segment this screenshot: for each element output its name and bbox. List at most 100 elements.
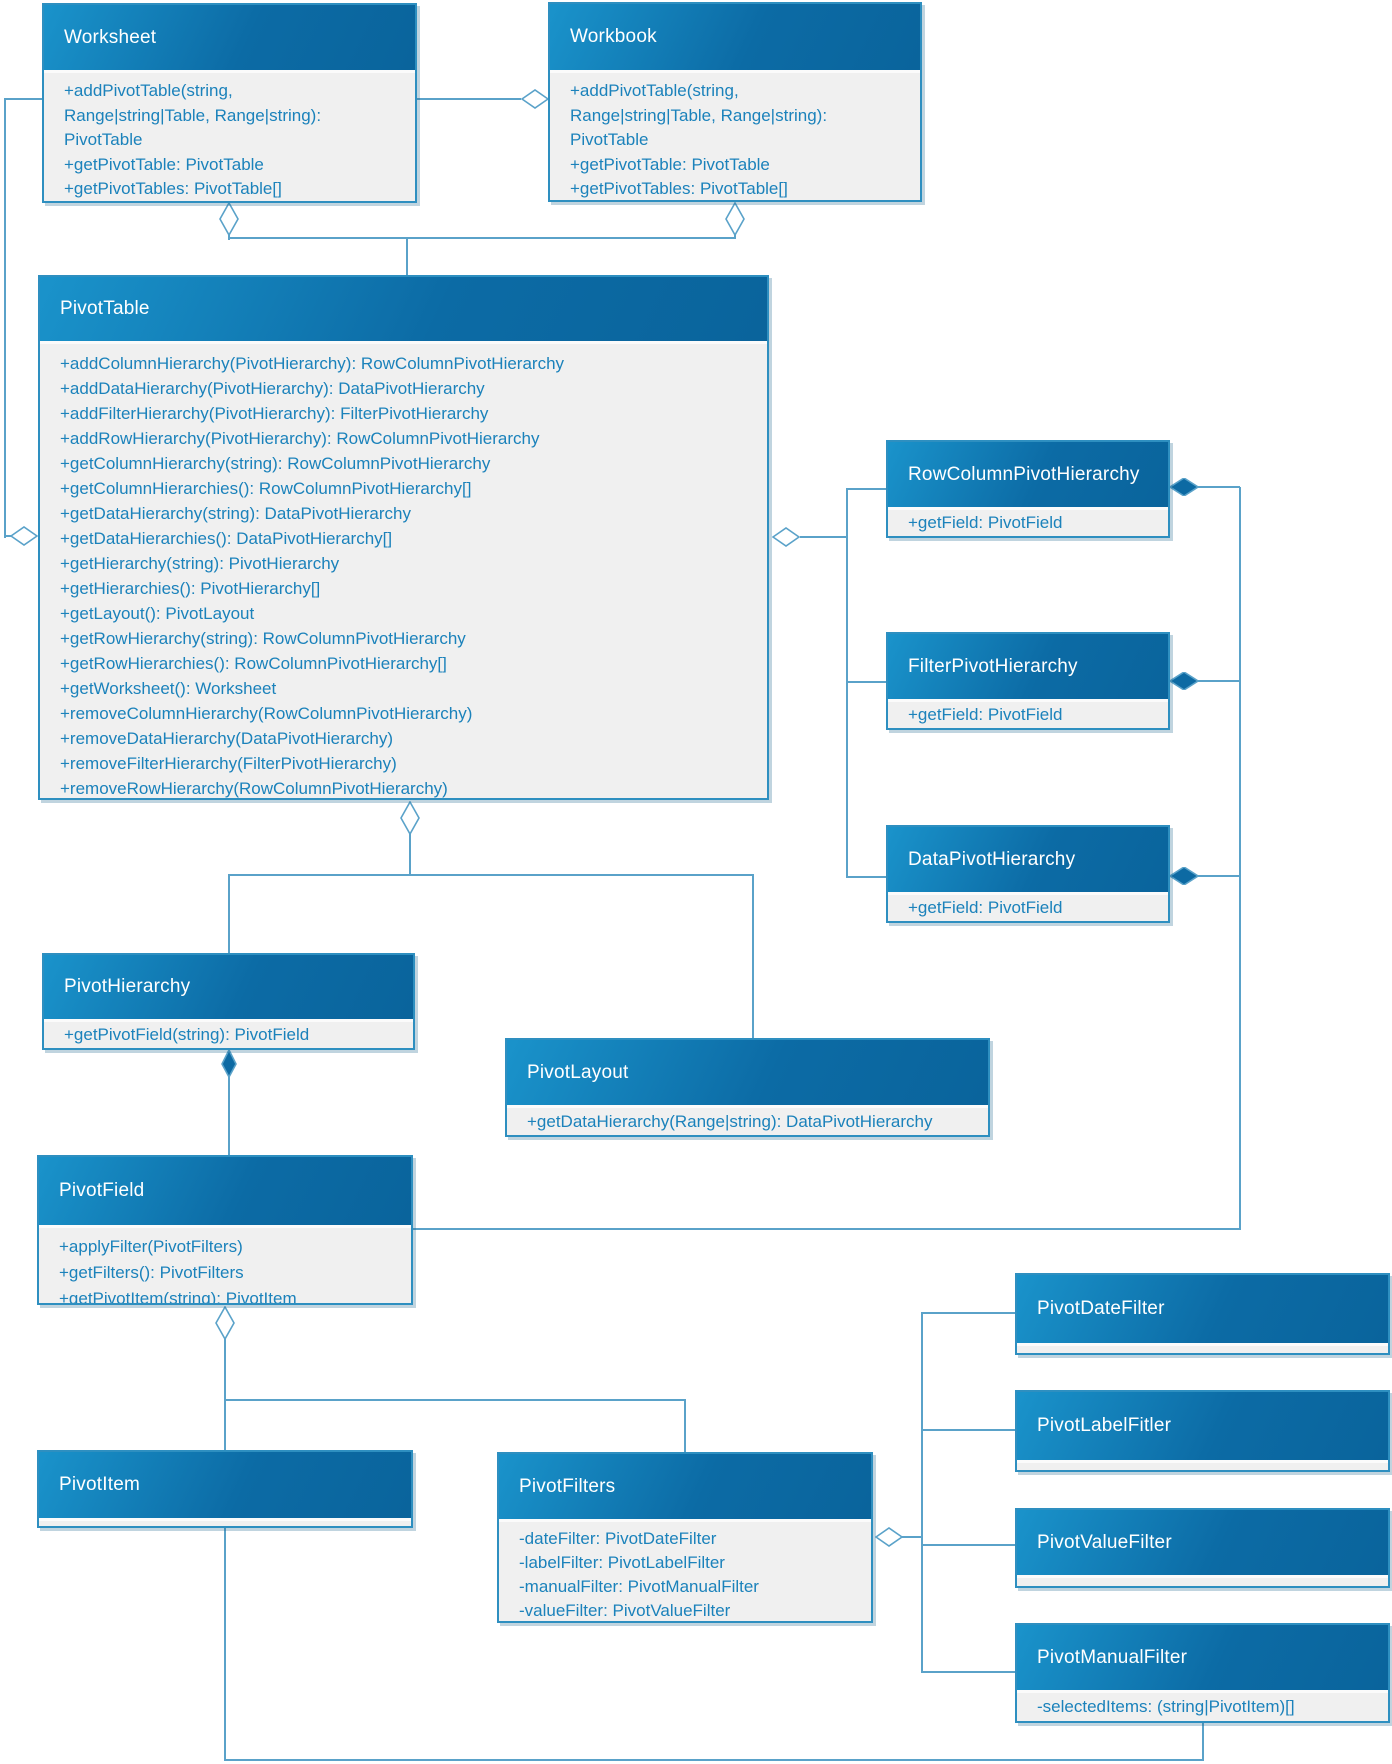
class-box-pivotlayout[interactable]: PivotLayout +getDataHierarchy(Range|strin… — [505, 1038, 990, 1137]
connector-line — [1239, 487, 1241, 1230]
connector-line — [734, 234, 736, 239]
class-box-pivotvaluefilter[interactable]: PivotValueFilter — [1015, 1508, 1390, 1588]
class-header-pivothierarchy: PivotHierarchy — [44, 955, 413, 1019]
connector-line — [901, 1536, 923, 1538]
class-member: -labelFilter: PivotLabelFilter — [519, 1553, 725, 1572]
class-member: PivotTable — [570, 130, 649, 149]
class-title-pivotfilters: PivotFilters — [519, 1475, 616, 1497]
class-member: +addPivotTable(string, — [570, 81, 739, 100]
connector-line — [413, 1228, 1241, 1230]
class-box-pivotlabelfitler[interactable]: PivotLabelFitler — [1015, 1390, 1390, 1472]
connector-line — [224, 1399, 686, 1401]
class-members-worksheet: +addPivotTable(string, Range|string|Table… — [44, 70, 415, 201]
class-box-pivottable[interactable]: PivotTable +addColumnHierarchy(PivotHiera… — [38, 275, 769, 800]
class-box-pivotfield[interactable]: PivotField+applyFilter(PivotFilters)+get… — [37, 1155, 413, 1305]
class-member: +getDataHierarchies(): DataPivotHierarch… — [60, 529, 393, 548]
class-member: +getPivotField(string): PivotField — [64, 1025, 310, 1044]
class-member: +removeRowHierarchy(RowColumnPivotHierar… — [60, 779, 448, 798]
class-member: +getWorksheet(): Worksheet — [60, 679, 277, 698]
class-member: +getRowHierarchy(string): RowColumnPivot… — [60, 629, 466, 648]
class-box-filterpivothierarchy[interactable]: FilterPivotHierarchy +getField: PivotFiel… — [886, 632, 1170, 730]
class-member: +addPivotTable(string, — [64, 81, 233, 100]
class-member: +getPivotTables: PivotTable[] — [64, 179, 282, 198]
class-member: +getDataHierarchy(string): DataPivotHier… — [60, 504, 411, 523]
class-box-worksheet[interactable]: Worksheet+addPivotTable(string,Range|str… — [42, 3, 417, 203]
class-members-pivottable: +addColumnHierarchy(PivotHierarchy): Row… — [40, 341, 767, 798]
connector-line — [1196, 875, 1240, 877]
class-member: +getField: PivotField — [908, 705, 1063, 724]
connector-line — [846, 488, 848, 878]
connector-line — [4, 98, 6, 538]
class-member: +getRowHierarchies(): RowColumnPivotHier… — [60, 654, 447, 673]
connector-line — [228, 1076, 230, 1156]
connector-line — [417, 98, 521, 100]
class-header-pivotfield: PivotField — [39, 1157, 411, 1225]
connector-line — [224, 1759, 1204, 1761]
class-member: +getColumnHierarchies(): RowColumnPivotH… — [60, 479, 472, 498]
class-title-pivothierarchy: PivotHierarchy — [64, 976, 191, 997]
class-header-pivotmanualfilter: PivotManualFilter — [1017, 1625, 1388, 1690]
class-header-workbook: Workbook — [550, 4, 920, 70]
class-member: Range|string|Table, Range|string): — [64, 105, 322, 125]
class-member: -valueFilter: PivotValueFilter — [519, 1601, 731, 1620]
connector-line — [224, 1338, 226, 1451]
connector-line — [228, 237, 736, 239]
class-title-pivotlayout: PivotLayout — [527, 1061, 629, 1083]
class-box-workbook[interactable]: Workbook+addPivotTable(string,Range|stri… — [548, 2, 922, 202]
class-box-pivotfilters[interactable]: PivotFilters -dateFilter: PivotDateFilter… — [497, 1452, 873, 1623]
aggregation-diamond-workbook-bottom — [725, 202, 745, 236]
connector-line — [1202, 1723, 1204, 1761]
class-member: +addColumnHierarchy(PivotHierarchy): Row… — [60, 354, 565, 373]
class-members-pivotfilters: -dateFilter: PivotDateFilter-labelFilter… — [499, 1519, 871, 1621]
class-member: +getDataHierarchy(Range|string): DataPiv… — [527, 1111, 933, 1131]
class-box-rowcolumnpivothierarchy[interactable]: RowColumnPivotHierarchy +getField: PivotF… — [886, 440, 1170, 538]
connector-line — [846, 876, 888, 878]
aggregation-diamond-pivottable-bottom — [400, 801, 420, 835]
connector-line — [5, 98, 42, 100]
class-box-datapivothierarchy[interactable]: DataPivotHierarchy +getField: PivotField — [886, 825, 1170, 923]
class-header-pivottable: PivotTable — [40, 277, 767, 341]
class-members-pivotfield: +applyFilter(PivotFilters)+getFilters():… — [39, 1225, 411, 1303]
class-member: +getPivotTable: PivotTable — [64, 154, 264, 174]
class-members-pivotvaluefilter — [1017, 1575, 1388, 1586]
class-title-pivotlabelfitler: PivotLabelFitler — [1037, 1415, 1172, 1436]
class-member: +addRowHierarchy(PivotHierarchy): RowCol… — [60, 429, 540, 448]
composition-diamond-datapivothierarchy-right — [1170, 867, 1198, 885]
class-member: +getField: PivotField — [908, 898, 1063, 917]
class-header-pivotdatefilter: PivotDateFilter — [1017, 1275, 1388, 1343]
class-members-rowcolumnpivothierarchy: +getField: PivotField — [888, 507, 1168, 536]
connector-line — [921, 1313, 923, 1673]
class-box-pivotmanualfilter[interactable]: PivotManualFilter-selectedItems: (string… — [1015, 1623, 1390, 1723]
class-members-workbook: +addPivotTable(string,Range|string|Table… — [550, 70, 920, 200]
class-members-pivotdatefilter — [1017, 1343, 1388, 1353]
aggregation-diamond-pivotfield-bottom — [215, 1306, 235, 1340]
connector-line — [228, 874, 754, 876]
class-title-datapivothierarchy: DataPivotHierarchy — [908, 848, 1076, 870]
class-member: +addDataHierarchy(PivotHierarchy): DataP… — [60, 379, 485, 398]
class-box-pivothierarchy[interactable]: PivotHierarchy +getPivotField(string): Pi… — [42, 953, 415, 1050]
composition-diamond-rowcolumnpivothierarchy-right — [1170, 478, 1198, 496]
connector-line — [800, 536, 848, 538]
class-header-rowcolumnpivothierarchy: RowColumnPivotHierarchy — [888, 442, 1168, 507]
class-header-pivotlabelfitler: PivotLabelFitler — [1017, 1392, 1388, 1460]
aggregation-diamond-workbook-left — [521, 89, 549, 109]
connector-line — [846, 681, 888, 683]
aggregation-diamond-pivotfilters-right — [875, 1527, 903, 1547]
class-title-rowcolumnpivothierarchy: RowColumnPivotHierarchy — [908, 463, 1140, 485]
class-title-pivotmanualfilter: PivotManualFilter — [1037, 1646, 1188, 1668]
class-member: +removeFilterHierarchy(FilterPivotHierar… — [60, 754, 397, 773]
connector-line — [921, 1544, 1015, 1546]
aggregation-diamond-pivottable-right — [772, 527, 800, 547]
class-member: +applyFilter(PivotFilters) — [59, 1237, 243, 1256]
class-header-pivotitem: PivotItem — [39, 1452, 411, 1518]
class-member: +removeDataHierarchy(DataPivotHierarchy) — [60, 729, 394, 748]
class-box-pivotdatefilter[interactable]: PivotDateFilter — [1015, 1273, 1390, 1355]
class-box-pivotitem[interactable]: PivotItem — [37, 1450, 413, 1528]
connector-line — [406, 238, 408, 276]
class-header-filterpivothierarchy: FilterPivotHierarchy — [888, 634, 1168, 699]
class-member: +getPivotTable: PivotTable — [570, 154, 770, 174]
class-header-pivotvaluefilter: PivotValueFilter — [1017, 1510, 1388, 1575]
class-members-pivothierarchy: +getPivotField(string): PivotField — [44, 1019, 413, 1048]
connector-line — [1196, 680, 1240, 682]
